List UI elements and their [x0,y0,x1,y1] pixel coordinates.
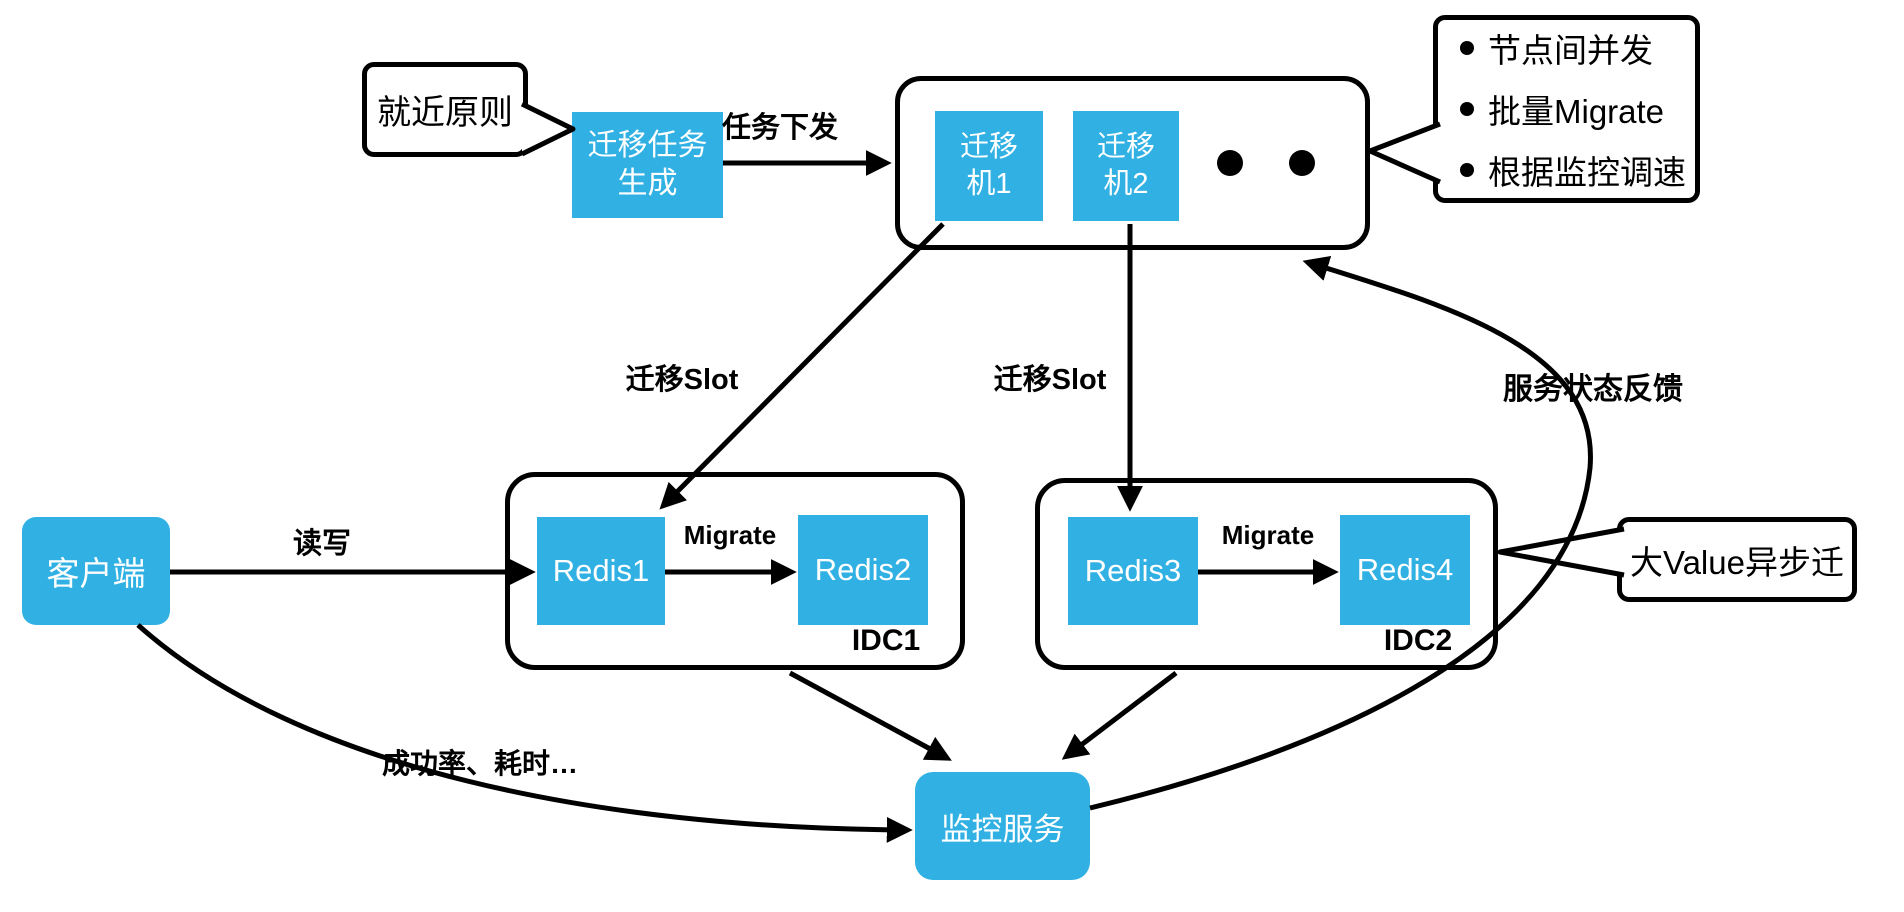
node-migrator-1-line2: 机1 [966,168,1012,200]
node-redis4-label: Redis4 [1356,552,1454,587]
edge-label-migrate-1: Migrate [683,520,777,550]
arrow-idc1-to-monitor [788,670,952,761]
arrow-idc2-to-monitor [1061,671,1178,760]
callout-big-value-tail [1497,526,1625,578]
group-label-idc2: IDC2 [1383,624,1453,657]
node-redis2: Redis2 [798,515,928,625]
callout-nearest-principle-label: 就近原则 [377,94,513,132]
bullet-dot-icon [1460,41,1474,55]
edge-label-stats: 成功率、耗时… [381,748,578,779]
bullet-item-label: 批量Migrate [1488,93,1665,130]
node-redis2-label: Redis2 [814,552,912,587]
group-label-idc1: IDC1 [851,624,921,657]
node-migrator-2-line2: 机2 [1103,168,1149,200]
node-task-generator-line2: 生成 [617,167,678,200]
bullet-item: 根据监控调速 [1460,146,1687,194]
callout-big-value: 大Value异步迁 [1617,517,1857,602]
node-migrator-2-line1: 迁移 [1096,131,1155,163]
node-client: 客户端 [22,517,170,625]
node-monitor-label: 监控服务 [940,811,1065,847]
node-migrator-2: 迁移 机2 [1073,111,1179,221]
callout-features-tail [1367,121,1442,185]
node-redis4: Redis4 [1340,515,1470,625]
edge-label-feedback: 服务状态反馈 [1503,373,1683,406]
edge-label-migrate-slot-2: 迁移Slot [993,364,1107,396]
edge-label-task-dispatch: 任务下发 [721,112,838,144]
node-migrator-1-line1: 迁移 [959,131,1018,163]
edge-label-read-write: 读写 [292,528,351,560]
node-monitor: 监控服务 [915,772,1090,880]
node-task-generator: 迁移任务 生成 [572,112,723,218]
node-task-generator-line1: 迁移任务 [587,129,708,162]
node-client-label: 客户端 [46,555,146,592]
bullet-item-label: 节点间并发 [1488,32,1653,69]
bullet-item-label: 根据监控调速 [1488,154,1686,191]
node-redis3-label: Redis3 [1084,553,1182,588]
callout-nearest-principle: 就近原则 [362,62,528,157]
node-redis3: Redis3 [1068,517,1198,625]
bullet-dot-icon [1460,102,1474,116]
edge-label-migrate-2: Migrate [1221,520,1315,550]
callout-migration-features: 节点间并发 批量Migrate 根据监控调速 [1433,15,1700,203]
edge-label-migrate-slot-1: 迁移Slot [625,364,739,396]
node-migrator-1: 迁移 机1 [935,111,1043,221]
callout-big-value-label: 大Value异步迁 [1630,543,1844,581]
node-redis1-label: Redis1 [552,553,650,588]
bullet-item: 批量Migrate [1460,85,1687,133]
bullet-dot-icon [1460,163,1474,177]
callout-nearest-tail [520,101,576,157]
node-redis1: Redis1 [537,517,665,625]
bullet-item: 节点间并发 [1460,24,1687,72]
